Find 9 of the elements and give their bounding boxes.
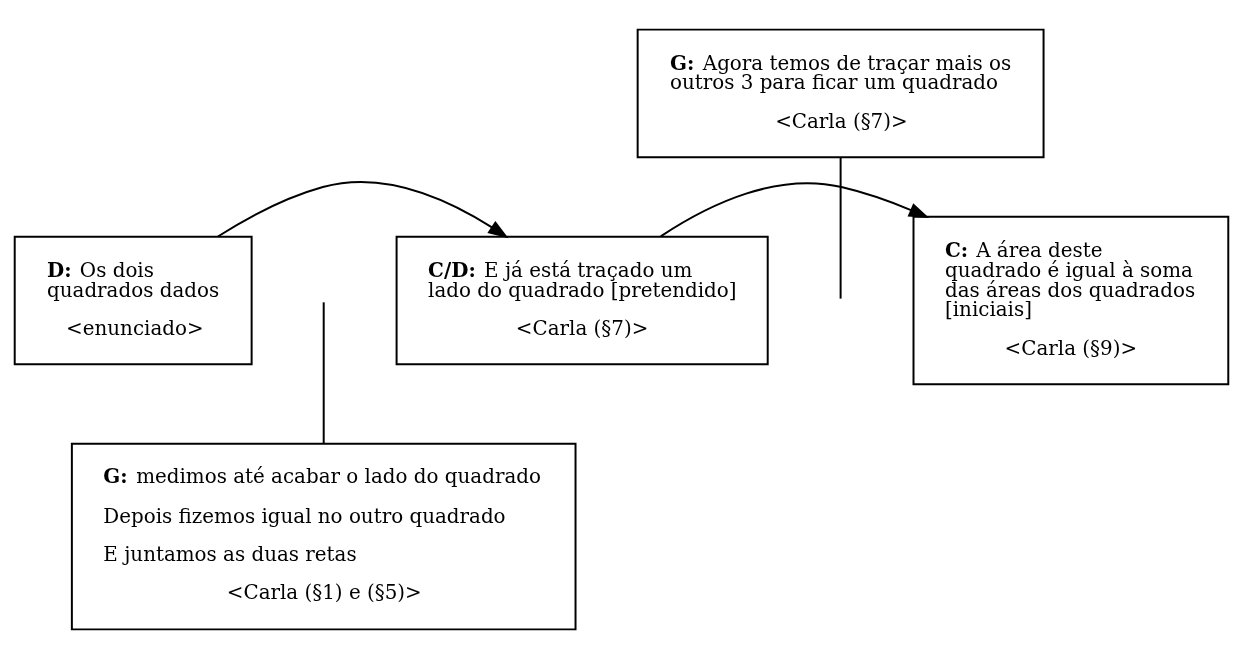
arrow: [216, 181, 509, 239]
node-box: C/D: E já está traçado um lado do quadrado [pretendido] <Carla (§7)>: [395, 235, 769, 366]
node-box: G: medimos até acabar o lado do quadrado Depois fizemos igual no outro quadrado E juntamos as duas retas <Carla (§1) e (§5)>: [70, 442, 577, 631]
connector: [322, 301, 325, 445]
arrow: [659, 182, 930, 238]
node-box: C: A área deste quadrado é igual à soma das áreas dos quadrados [iniciais] <Carla (§9)>: [912, 215, 1230, 386]
node-box: D: Os dois quadrados dados <enunciado>: [13, 235, 253, 366]
connector: [839, 156, 842, 300]
node-box: G: Agora temos de traçar mais os outros 3 para ficar um quadrado <Carla (§7)>: [636, 28, 1045, 159]
